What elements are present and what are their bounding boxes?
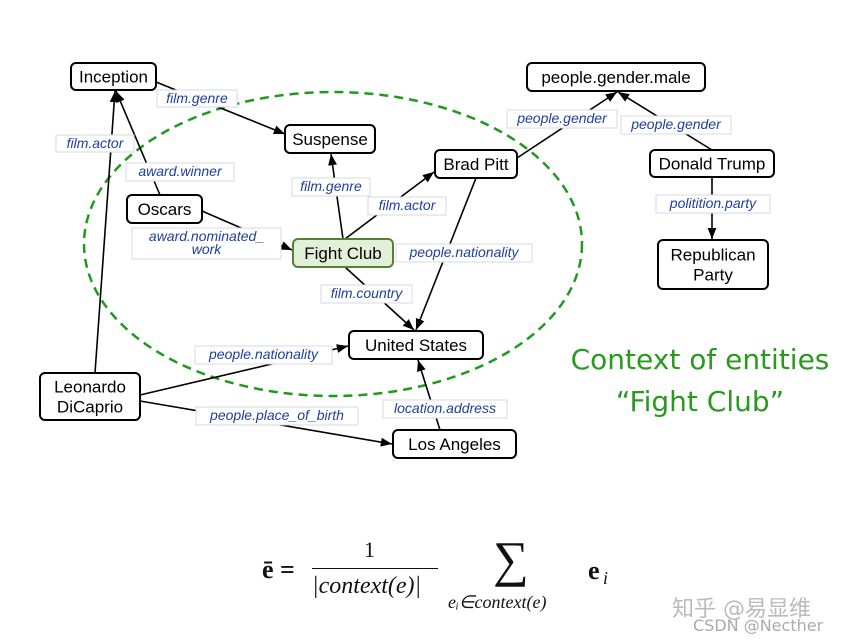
node-suspense: Suspense bbox=[284, 124, 376, 154]
svg-text:Fight Club: Fight Club bbox=[304, 244, 381, 263]
svg-text:award.winner: award.winner bbox=[138, 163, 223, 179]
edge-label: location.address bbox=[382, 399, 508, 419]
svg-text:Brad Pitt: Brad Pitt bbox=[443, 155, 508, 174]
svg-text:film.country: film.country bbox=[331, 285, 404, 301]
svg-text:film.actor: film.actor bbox=[379, 197, 437, 213]
svg-text:people.place_of_birth: people.place_of_birth bbox=[209, 407, 344, 423]
svg-text:people.gender.male: people.gender.male bbox=[541, 68, 690, 87]
watermark-csdn: CSDN @Necther bbox=[693, 616, 824, 635]
formula-term-sub: i bbox=[603, 568, 609, 588]
caption-line-1: Context of entities bbox=[570, 343, 830, 376]
fraction-bar bbox=[312, 568, 438, 569]
node-la: Los Angeles bbox=[392, 429, 517, 459]
node-us: United States bbox=[348, 330, 484, 360]
formula-term: e bbox=[588, 556, 600, 585]
edge-arrow bbox=[94, 90, 119, 374]
context-ellipse bbox=[82, 90, 584, 398]
svg-text:Los Angeles: Los Angeles bbox=[408, 435, 501, 454]
svg-text:film.actor: film.actor bbox=[67, 135, 125, 151]
svg-text:award.nominated_: award.nominated_ bbox=[149, 228, 264, 244]
svg-text:location.address: location.address bbox=[394, 400, 496, 416]
svg-text:Party: Party bbox=[693, 266, 733, 285]
watermark-zhihu: 知乎 @易显维 bbox=[672, 597, 811, 622]
node-male: people.gender.male bbox=[526, 62, 706, 92]
svg-text:people.gender: people.gender bbox=[630, 116, 722, 132]
edge-label: award.winner bbox=[125, 162, 235, 182]
node-fightclub: Fight Club bbox=[292, 238, 394, 268]
edge-label: film.country bbox=[320, 284, 413, 304]
node-trump: Donald Trump bbox=[649, 149, 775, 178]
edge-label: film.actor bbox=[55, 134, 135, 153]
edge-arrow bbox=[417, 359, 441, 431]
node-brad: Brad Pitt bbox=[434, 149, 518, 179]
edge-label: film.genre bbox=[291, 177, 371, 197]
edge-label: film.actor bbox=[367, 196, 447, 216]
edge-label: people.gender bbox=[506, 109, 618, 129]
edge-label: people.nationality bbox=[395, 243, 533, 263]
edge-label: people.gender bbox=[620, 115, 732, 135]
svg-text:Oscars: Oscars bbox=[138, 200, 192, 219]
edge-label: people.place_of_birth bbox=[195, 406, 359, 426]
svg-text:DiCaprio: DiCaprio bbox=[57, 398, 123, 417]
edge-label: award.nominated_work bbox=[131, 227, 282, 260]
svg-text:politition.party: politition.party bbox=[669, 195, 757, 211]
svg-text:people.nationality: people.nationality bbox=[409, 244, 520, 260]
node-oscars: Oscars bbox=[126, 194, 203, 224]
svg-text:people.gender: people.gender bbox=[516, 110, 608, 126]
svg-text:Leonardo: Leonardo bbox=[54, 378, 126, 397]
svg-text:United States: United States bbox=[365, 336, 467, 355]
svg-text:work: work bbox=[192, 241, 223, 257]
svg-text:Donald Trump: Donald Trump bbox=[659, 155, 766, 174]
caption-line-2: “Fight Club” bbox=[615, 385, 785, 418]
svg-text:Suspense: Suspense bbox=[292, 130, 368, 149]
formula-lhs: ē = bbox=[262, 555, 295, 584]
svg-text:Republican: Republican bbox=[670, 246, 755, 265]
formula-denominator: |context(e)| bbox=[312, 573, 422, 599]
formula-sum: ∑ bbox=[493, 531, 529, 587]
formula-subscript: eᵢ∈context(e) bbox=[448, 592, 547, 612]
edge-label: film.genre bbox=[156, 89, 238, 108]
svg-text:people.nationality: people.nationality bbox=[208, 346, 319, 362]
formula-numerator: 1 bbox=[364, 537, 375, 562]
node-inception: Inception bbox=[70, 62, 157, 91]
edge-label: people.nationality bbox=[194, 345, 333, 365]
svg-text:film.genre: film.genre bbox=[166, 90, 228, 106]
edge-label: politition.party bbox=[655, 194, 771, 214]
svg-text:Inception: Inception bbox=[79, 68, 148, 87]
svg-text:film.genre: film.genre bbox=[300, 178, 362, 194]
